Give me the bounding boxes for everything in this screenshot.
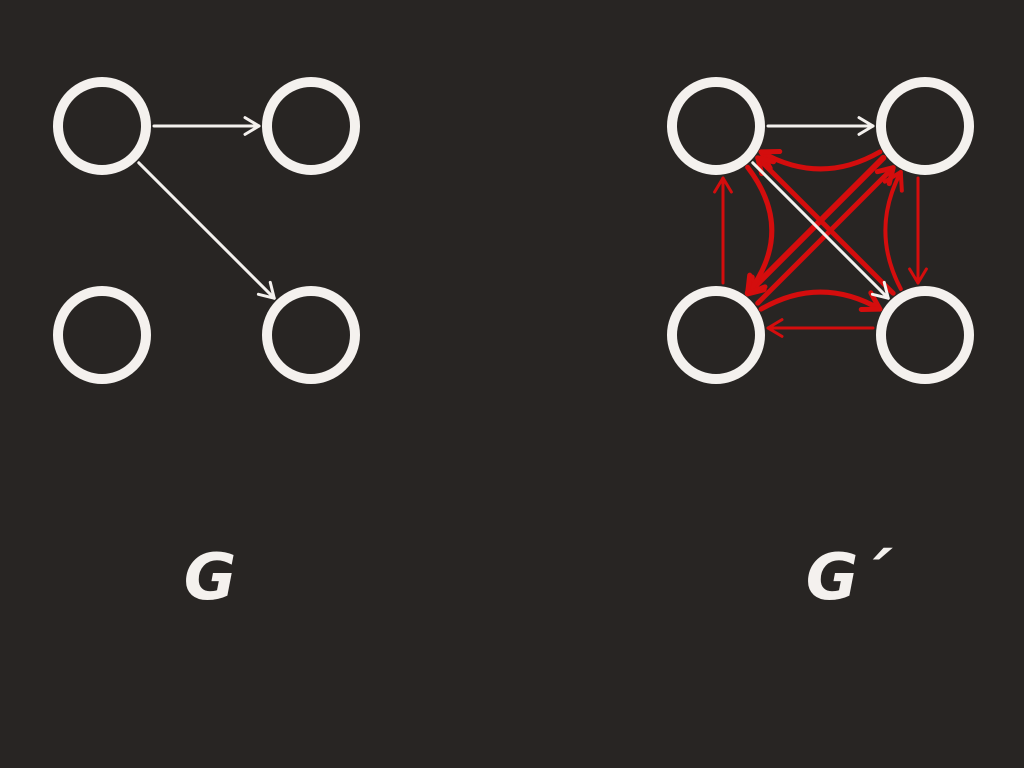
graph-gp-edge-a-d <box>751 161 890 300</box>
graph-g-node-b <box>262 77 360 175</box>
graph-g-node-d <box>262 286 360 384</box>
graph-gp-added-edge-d-a <box>755 155 896 296</box>
graph-g-edge-a-d <box>137 161 276 300</box>
graph-gp-node-d <box>876 286 974 384</box>
graph-g-node-a <box>53 77 151 175</box>
graph-gp-added-edge-d-b <box>882 170 904 291</box>
graph-g-label: G <box>183 541 237 615</box>
graph-gp-node-a <box>667 77 765 175</box>
graph-gp-node-c <box>667 286 765 384</box>
graph-gp-added-edge-b-d <box>908 176 928 285</box>
graph-gp-added-edge-d-c <box>766 318 875 338</box>
graph-gp-node-b <box>876 77 974 175</box>
graph-gp-added-edge-a-c <box>745 164 775 297</box>
graph-g-node-c <box>53 286 151 384</box>
graph-g-edge-a-b <box>152 116 261 136</box>
graph-g-prime-label: G´ <box>805 541 891 615</box>
graph-gp-added-edge-c-d <box>758 289 883 312</box>
graph-gp-added-edge-b-a <box>758 149 883 172</box>
graph-gp-edge-a-b <box>766 116 875 136</box>
graph-gp-added-edge-c-a <box>713 176 733 285</box>
